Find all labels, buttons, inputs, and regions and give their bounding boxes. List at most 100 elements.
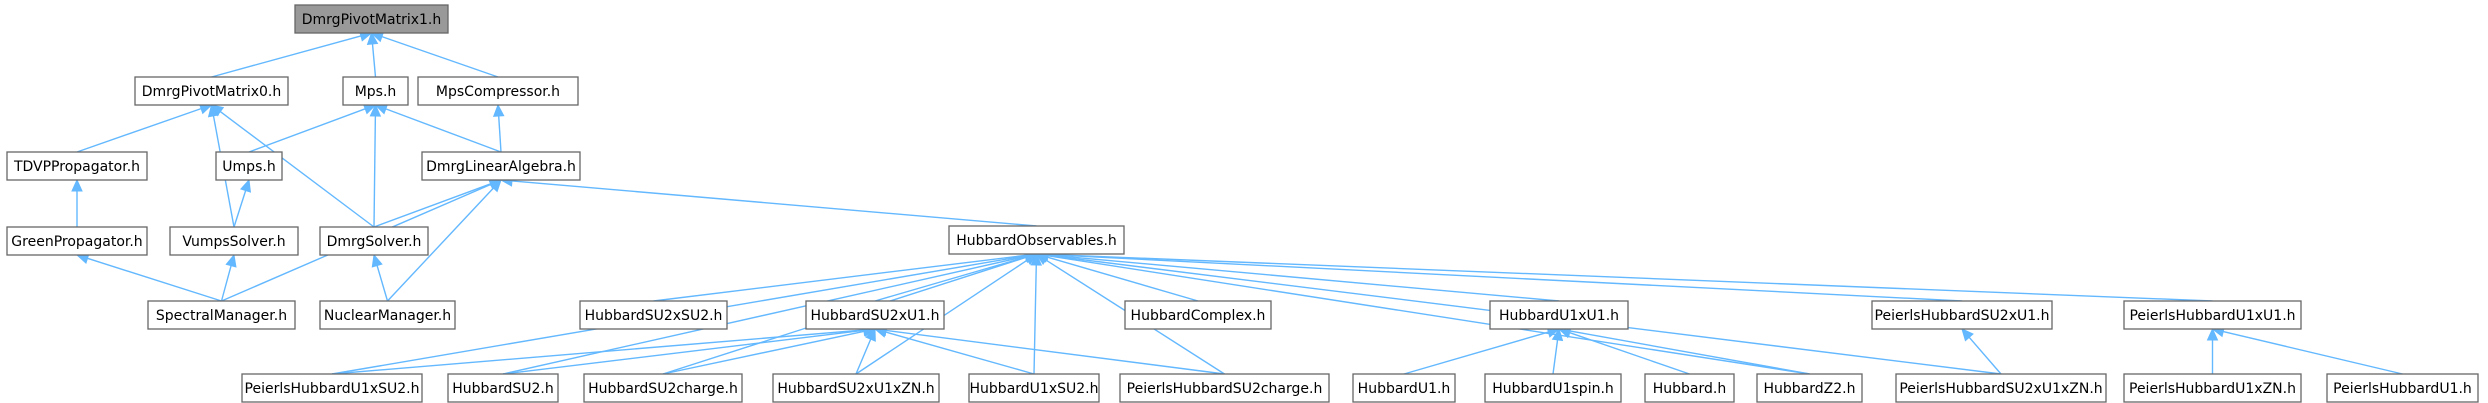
edge-line: [885, 329, 1225, 375]
node-label: PeierlsHubbardU1xU1.h: [2129, 308, 2295, 324]
file-node[interactable]: Mps.h: [342, 76, 409, 106]
dependency-edge: [1403, 326, 1561, 375]
edge-line: [653, 254, 1026, 302]
edge-line: [1569, 330, 1810, 375]
node-label: NuclearManager.h: [324, 308, 451, 324]
dependency-edge: [653, 249, 1038, 302]
edge-line: [885, 331, 1035, 375]
file-node[interactable]: HubbardU1xU1.h: [1489, 300, 1629, 330]
dependency-edge: [369, 103, 382, 228]
dependency-edge: [366, 31, 379, 78]
file-node[interactable]: GreenPropagator.h: [6, 226, 148, 256]
edge-arrowhead: [2206, 327, 2219, 341]
edge-line: [376, 265, 389, 302]
node-label: SpectralManager.h: [156, 308, 287, 324]
file-node[interactable]: HubbardU1.h: [1352, 373, 1456, 403]
file-node[interactable]: HubbardSU2xSU2.h: [579, 300, 728, 330]
edge-line: [87, 257, 222, 302]
root-file-node: DmrgPivotMatrix1.h: [294, 4, 449, 34]
file-node[interactable]: HubbardObservables.h: [948, 225, 1125, 255]
node-box: [805, 300, 945, 330]
file-node[interactable]: HubbardZ2.h: [1756, 373, 1863, 403]
node-label: PeierlsHubbardSU2charge.h: [1127, 381, 1323, 397]
node-box: [6, 151, 148, 181]
file-node[interactable]: Umps.h: [215, 151, 283, 181]
file-node[interactable]: DmrgPivotMatrix0.h: [134, 76, 289, 106]
dependency-edge: [233, 178, 252, 228]
file-node[interactable]: HubbardComplex.h: [1124, 300, 1272, 330]
edge-line: [1047, 253, 1963, 302]
node-box: [1895, 373, 2107, 403]
node-box: [319, 300, 456, 330]
edge-line: [2223, 330, 2403, 375]
node-label: PeierlsHubbardU1.h: [2333, 381, 2472, 397]
file-node[interactable]: DmrgLinearAlgebra.h: [421, 151, 581, 181]
node-label: HubbardU1.h: [1358, 381, 1451, 397]
node-label: PeierlsHubbardU1xZN.h: [2129, 381, 2296, 397]
node-box: [1644, 373, 1735, 403]
node-label: PeierlsHubbardSU2xU1xZN.h: [1899, 381, 2102, 397]
dependency-edge: [75, 252, 222, 302]
edge-arrowhead: [1961, 328, 1974, 342]
edge-line: [220, 265, 232, 302]
edge-arrowhead: [492, 103, 505, 117]
file-node[interactable]: HubbardSU2.h: [447, 373, 559, 403]
node-box: [215, 151, 283, 181]
dependency-edge: [2206, 327, 2219, 374]
file-node[interactable]: HubbardSU2charge.h: [583, 373, 743, 403]
dependency-edge: [210, 104, 375, 228]
node-label: VumpsSolver.h: [182, 234, 285, 250]
node-label: DmrgPivotMatrix0.h: [142, 84, 282, 100]
file-node[interactable]: MpsCompressor.h: [417, 76, 579, 106]
edge-line: [1552, 339, 1559, 375]
node-label: HubbardSU2xSU2.h: [585, 308, 723, 324]
dependency-edge: [374, 103, 502, 153]
file-node[interactable]: PeierlsHubbardU1xSU2.h: [241, 373, 423, 403]
node-box: [1489, 300, 1629, 330]
dependency-edge: [248, 103, 377, 153]
file-node[interactable]: PeierlsHubbardU1xZN.h: [2123, 373, 2302, 403]
file-node[interactable]: HubbardU1xSU2.h: [968, 373, 1100, 403]
node-box: [968, 373, 1100, 403]
node-label: HubbardComplex.h: [1131, 308, 1266, 324]
file-node[interactable]: NuclearManager.h: [319, 300, 456, 330]
node-box: [1124, 300, 1272, 330]
file-node[interactable]: DmrgSolver.h: [319, 226, 429, 256]
edge-line: [385, 108, 502, 153]
edge-line: [76, 107, 202, 153]
dependency-edge: [873, 324, 1225, 375]
edge-arrowhead: [71, 178, 83, 192]
edge-line: [502, 255, 1026, 375]
file-node[interactable]: VumpsSolver.h: [169, 226, 299, 256]
node-label: DmrgLinearAlgebra.h: [426, 159, 576, 175]
edge-line: [502, 329, 865, 375]
dependency-edge: [1961, 328, 2002, 375]
dependency-edge: [492, 103, 505, 153]
node-label: Mps.h: [355, 84, 397, 100]
node-label: HubbardSU2xU1xZN.h: [777, 381, 934, 397]
file-node[interactable]: PeierlsHubbardU1xU1.h: [2123, 300, 2302, 330]
node-label: HubbardU1xU1.h: [1499, 308, 1619, 324]
edge-arrowhead: [369, 103, 382, 117]
file-node[interactable]: PeierlsHubbardSU2xU1xZN.h: [1895, 373, 2107, 403]
node-box: [1119, 373, 1330, 403]
file-node[interactable]: HubbardSU2xU1.h: [805, 300, 945, 330]
file-node[interactable]: SpectralManager.h: [147, 300, 296, 330]
file-node[interactable]: PeierlsHubbardSU2xU1.h: [1871, 300, 2053, 330]
edge-arrowhead: [1023, 253, 1038, 266]
file-node[interactable]: HubbardSU2xU1xZN.h: [772, 373, 940, 403]
node-label: HubbardSU2xU1.h: [811, 308, 940, 324]
file-node[interactable]: PeierlsHubbardU1.h: [2326, 373, 2479, 403]
file-node[interactable]: HubbardU1spin.h: [1484, 373, 1622, 403]
edge-line: [1047, 254, 1810, 375]
node-label: HubbardObservables.h: [956, 233, 1117, 249]
file-node[interactable]: TDVPPropagator.h: [6, 151, 148, 181]
file-node[interactable]: Hubbard.h: [1644, 373, 1735, 403]
dependency-edge: [2211, 326, 2403, 375]
node-label: HubbardSU2.h: [452, 381, 554, 397]
node-label: GreenPropagator.h: [11, 234, 142, 250]
file-node[interactable]: PeierlsHubbardSU2charge.h: [1119, 373, 1330, 403]
node-label: PeierlsHubbardSU2xU1.h: [1875, 308, 2050, 324]
